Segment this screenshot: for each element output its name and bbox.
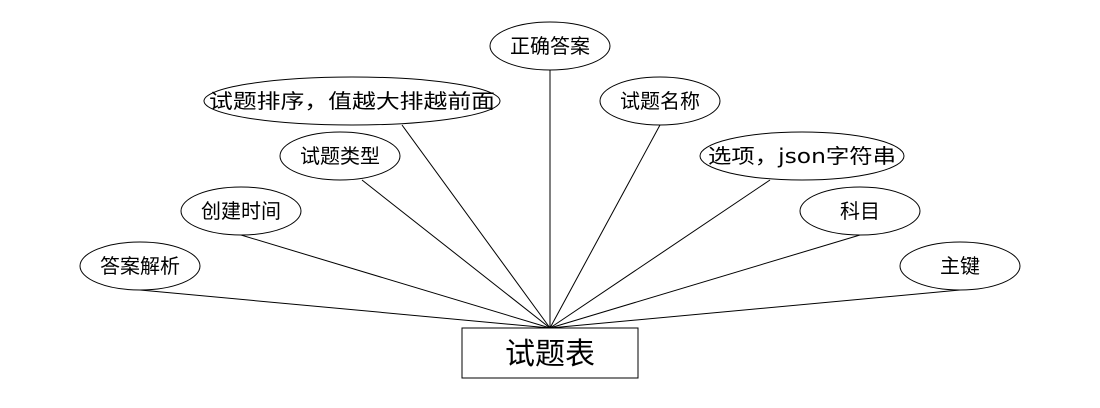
attribute-subject: 科目 — [799, 186, 921, 236]
attribute-answer-analysis: 答案解析 — [79, 241, 201, 291]
attribute-question-order: 试题排序，值越大排越前面 — [203, 76, 501, 126]
edge-created-time — [240, 234, 551, 329]
attribute-ellipse — [699, 131, 905, 181]
attribute-label: 选项，json字符串 — [708, 144, 896, 168]
edge-answer-analysis — [139, 289, 551, 329]
edge-question-order — [401, 124, 551, 329]
attribute-correct-answer: 正确答案 — [489, 21, 611, 71]
attribute-options: 选项，json字符串 — [699, 131, 905, 181]
edge-question-type — [361, 179, 551, 329]
attribute-question-type: 试题类型 — [279, 131, 401, 181]
attribute-ellipse — [79, 241, 201, 291]
edge-subject — [549, 234, 861, 329]
edge-primary-key — [549, 289, 961, 329]
attribute-label: 正确答案 — [510, 34, 590, 58]
entity-question-table: 试题表 — [461, 327, 639, 379]
attribute-ellipse — [799, 186, 921, 236]
attribute-ellipse — [899, 241, 1021, 291]
attribute-label: 主键 — [940, 254, 980, 278]
entity-box — [461, 327, 639, 379]
attribute-created-time: 创建时间 — [180, 186, 302, 236]
edge-question-name — [549, 124, 661, 329]
attribute-question-name: 试题名称 — [599, 76, 721, 126]
attribute-ellipse — [599, 76, 721, 126]
attribute-ellipse — [180, 186, 302, 236]
attribute-ellipse — [489, 21, 611, 71]
attribute-label: 试题类型 — [300, 144, 380, 168]
entity-label: 试题表 — [505, 337, 595, 372]
attribute-ellipse — [279, 131, 401, 181]
attribute-label: 试题排序，值越大排越前面 — [209, 89, 495, 113]
attribute-label: 答案解析 — [100, 254, 180, 278]
attribute-primary-key: 主键 — [899, 241, 1021, 291]
attribute-label: 创建时间 — [201, 199, 281, 223]
edge-options — [549, 179, 771, 329]
edges — [139, 70, 961, 329]
attribute-label: 试题名称 — [620, 89, 700, 113]
attribute-ellipse — [203, 76, 501, 126]
attribute-label: 科目 — [840, 199, 880, 223]
